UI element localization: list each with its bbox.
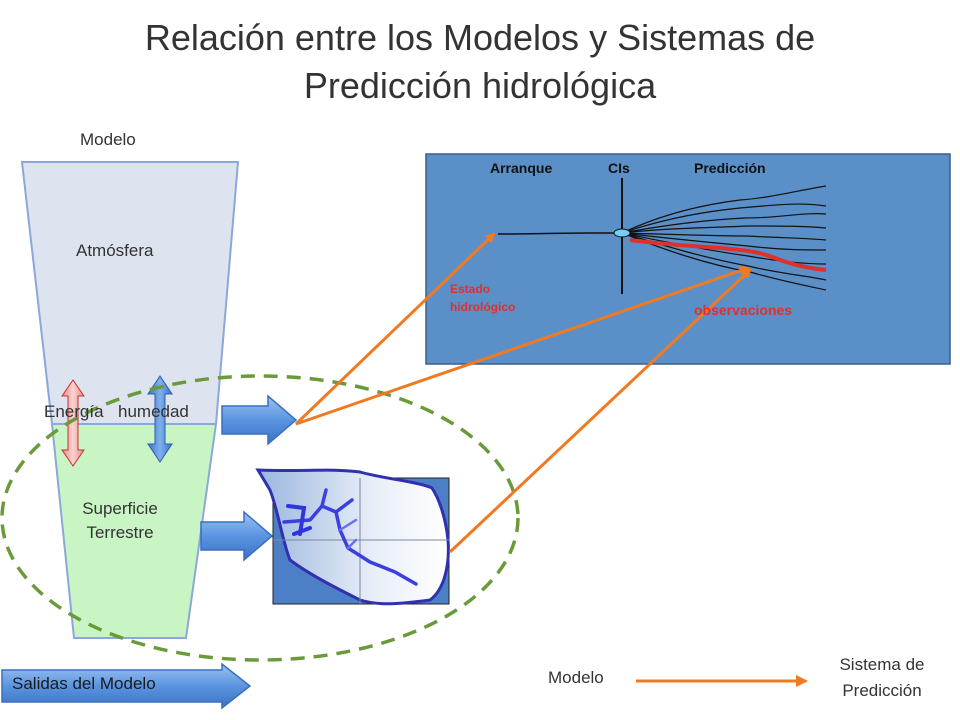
arrow-to-state (294, 232, 496, 426)
surface-boundary-ellipse (0, 374, 520, 662)
title-line-2: Predicción hidrológica (303, 65, 657, 106)
title-line-1: Relación entre los Modelos y Sistemas de (144, 17, 816, 58)
humidity-double-arrow (147, 375, 173, 463)
orange-arrows (294, 232, 752, 554)
panel-state-line-1: Estado (450, 282, 491, 296)
page-title: Relación entre los Modelos y Sistemas de… (40, 14, 920, 110)
panel-prediction-label: Predicción (694, 160, 766, 176)
legend-model-label: Modelo (548, 668, 604, 687)
surface-label: Superficie Terrestre (70, 497, 170, 545)
legend-system-line-2: Predicción (842, 681, 922, 700)
arrow-to-observations-upper (295, 265, 750, 426)
arrow-to-observations-lower (448, 268, 752, 554)
model-funnel (20, 161, 240, 639)
model-outputs-label: Salidas del Modelo (12, 674, 156, 693)
energy-label: Energía (44, 402, 104, 421)
forecast-panel-box (425, 153, 951, 365)
forecast-panel (425, 153, 951, 365)
basin-river-main (282, 488, 418, 586)
atmosphere-label: Atmósfera (76, 241, 154, 260)
surface-label-line-2: Terrestre (86, 523, 154, 542)
basin-river-tributary (286, 504, 312, 536)
basin-shape (255, 468, 450, 606)
forecast-history-line (497, 232, 622, 235)
model-outputs-arrow (1, 662, 252, 710)
basin-map (255, 468, 450, 606)
atmosphere-layer (20, 161, 240, 425)
legend-system-label: Sistema de Predicción (822, 652, 942, 704)
panel-start-label: Arranque (490, 160, 553, 176)
model-header-label: Modelo (80, 130, 136, 149)
legend-system-line-1: Sistema de (839, 655, 925, 674)
energy-double-arrow (61, 379, 85, 467)
surface-label-line-1: Superficie (82, 499, 158, 518)
output-arrow-lower (200, 510, 274, 562)
basin-river-tributary-2 (338, 518, 358, 550)
forecast-initial-condition-marker (613, 228, 631, 238)
forecast-observations-line (629, 238, 827, 272)
humidity-label: humedad (118, 402, 189, 421)
panel-state-line-2: hidrológico (450, 300, 516, 314)
panel-observations-label: observaciones (694, 302, 793, 318)
output-arrow-upper (221, 394, 298, 446)
panel-state-label: Estado hidrológico (450, 280, 515, 316)
forecast-ensemble-lines (621, 185, 827, 291)
panel-ics-label: CIs (608, 160, 630, 176)
